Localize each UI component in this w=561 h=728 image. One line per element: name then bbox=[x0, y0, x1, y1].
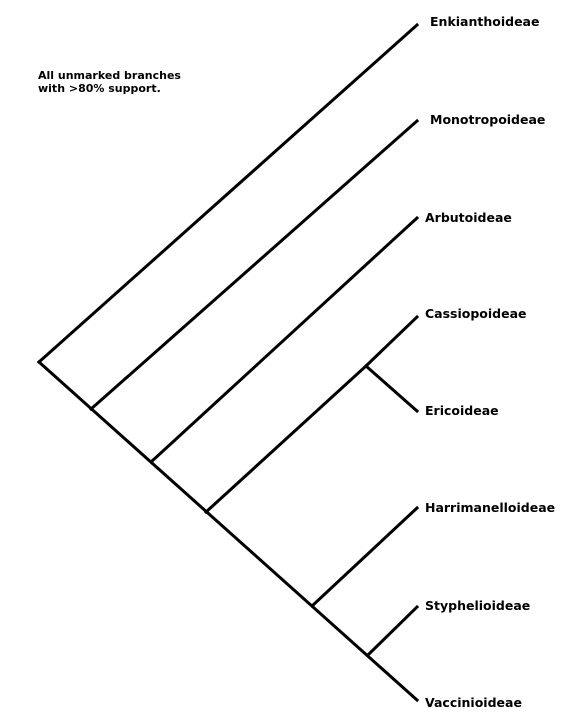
branch-arbutoideae bbox=[148, 215, 420, 465]
branch-root-to-vaccinioideae bbox=[36, 359, 420, 703]
taxon-label-cassiopoideae: Cassiopoideae bbox=[425, 306, 527, 321]
branch-monotropoideae bbox=[88, 118, 420, 412]
branch-enkianthoideae bbox=[36, 22, 420, 365]
branch-cassiopoideae-ericoideae-clade bbox=[203, 363, 369, 515]
support-note: All unmarked branches with >80% support. bbox=[38, 69, 181, 95]
taxon-label-vaccinioideae: Vaccinioideae bbox=[425, 695, 522, 710]
branch-ericoideae bbox=[363, 363, 420, 414]
taxon-label-styphelioideae: Styphelioideae bbox=[425, 598, 530, 613]
branch-cassiopoideae bbox=[363, 314, 420, 369]
taxon-label-arbutoideae: Arbutoideae bbox=[425, 210, 512, 225]
branch-harrimanelloideae bbox=[309, 505, 420, 609]
taxon-label-enkianthoideae: Enkianthoideae bbox=[430, 14, 539, 29]
branch-styphelioideae bbox=[365, 604, 420, 658]
taxon-label-monotropoideae: Monotropoideae bbox=[430, 112, 545, 127]
taxon-label-harrimanelloideae: Harrimanelloideae bbox=[425, 500, 555, 515]
taxon-label-ericoideae: Ericoideae bbox=[425, 403, 499, 418]
support-note-line-1: All unmarked branches bbox=[38, 69, 181, 82]
support-note-line-2: with >80% support. bbox=[38, 82, 161, 95]
